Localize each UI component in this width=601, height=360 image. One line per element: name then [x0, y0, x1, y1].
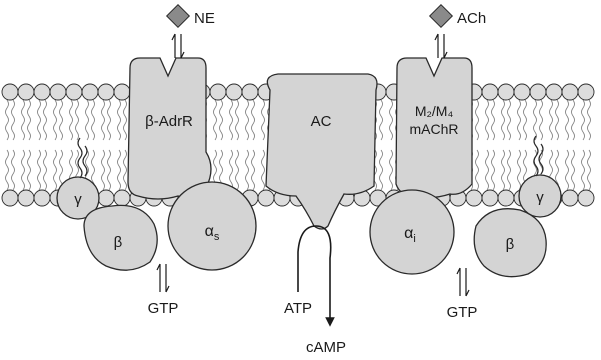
gamma-left-label: γ [74, 191, 82, 208]
g-alpha-i-shape [369, 189, 455, 275]
ne-label: NE [194, 10, 215, 27]
gtp-left-label: GTP [148, 300, 179, 317]
alpha-i-subscript: i [413, 233, 415, 245]
atp-label: ATP [284, 300, 312, 317]
machr-label: mAChR [409, 121, 458, 137]
g-alpha-s-shape [167, 181, 257, 271]
beta-adrr-label: β-AdrR [145, 113, 193, 130]
lipid-anchor-right [533, 135, 539, 177]
lipid-anchor-right-2 [538, 143, 544, 175]
g-beta-left-shape [83, 204, 158, 271]
alpha-i-label: αi [404, 225, 416, 245]
alpha-s-subscript: s [214, 231, 220, 243]
ach-label: ACh [457, 10, 486, 27]
g-beta-right-shape [473, 208, 547, 278]
alpha-s-symbol: α [205, 223, 214, 240]
g-gamma-right-shape [518, 174, 562, 218]
gtp-right-label: GTP [447, 304, 478, 321]
lipid-anchor-left-2 [82, 145, 88, 177]
alpha-i-symbol: α [404, 225, 413, 242]
lipid-anchor-left [77, 137, 83, 179]
ach-ligand-diamond [428, 3, 454, 29]
lipid-anchors [77, 135, 544, 179]
ac-label: AC [311, 113, 332, 130]
m2-m4-label: M₂/M₄ [415, 103, 454, 119]
beta-right-label: β [506, 236, 515, 253]
camp-label: cAMP [306, 339, 346, 356]
equilibrium-arrows [156, 33, 470, 297]
g-gamma-left-shape [56, 176, 100, 220]
atp-to-camp-arrow [297, 225, 335, 327]
ne-ligand-diamond [165, 3, 191, 29]
gamma-right-label: γ [536, 189, 544, 206]
membrane-proteins [56, 57, 562, 278]
alpha-s-label: αs [205, 223, 220, 243]
adenylyl-cyclase [265, 73, 378, 230]
beta-left-label: β [114, 234, 123, 251]
